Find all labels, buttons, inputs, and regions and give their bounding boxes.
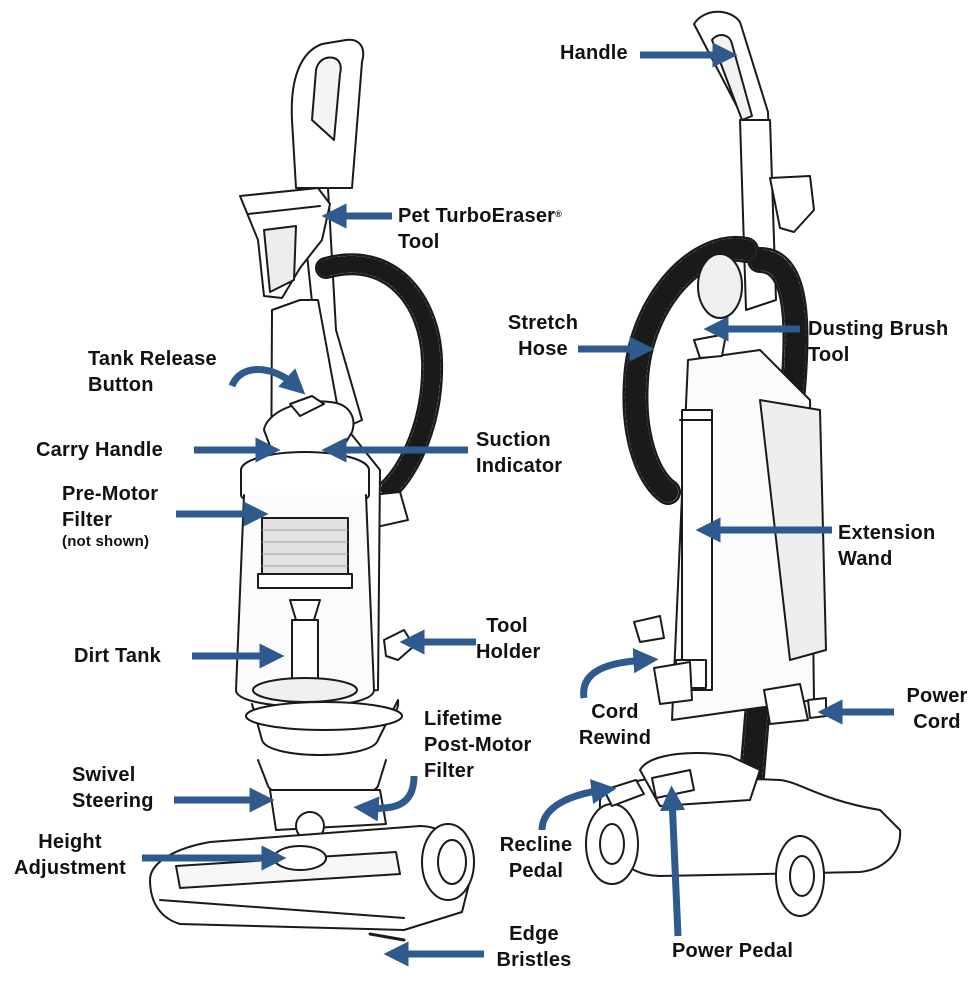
label-edge-bristles: Edge Bristles — [494, 921, 574, 973]
label-dirt-tank: Dirt Tank — [74, 643, 161, 669]
label-lifetime-post-motor-filter: Lifetime Post-Motor Filter — [424, 706, 532, 784]
label-dusting-brush-line1: Dusting Brush — [808, 318, 949, 340]
label-lifetime-filter-line2: Post-Motor — [424, 734, 532, 756]
label-height-line1: Height — [38, 831, 102, 853]
registered-mark: ® — [555, 209, 562, 219]
label-tool-holder: Tool Holder — [476, 613, 541, 665]
label-lifetime-filter-line1: Lifetime — [424, 708, 503, 730]
label-pre-motor-note: (not shown) — [62, 533, 150, 550]
label-dusting-brush-line2: Tool — [808, 344, 850, 366]
label-power-pedal: Power Pedal — [672, 938, 793, 964]
label-recline-pedal: Recline Pedal — [496, 832, 576, 884]
label-pre-motor-line1: Pre-Motor — [62, 483, 159, 505]
arrow-lifetime-filter — [353, 775, 418, 822]
label-cord-rewind: Cord Rewind — [572, 699, 658, 751]
label-stretch-hose: Stretch Hose — [500, 310, 586, 362]
label-handle-text: Handle — [560, 42, 628, 64]
arrow-power-pedal — [659, 785, 686, 937]
label-pet-turboeraser-line1: Pet TurboEraser — [398, 205, 556, 227]
label-tool-holder-line2: Holder — [476, 641, 541, 663]
label-cord-rewind-line1: Cord — [591, 701, 639, 723]
label-dusting-brush-tool: Dusting Brush Tool — [808, 316, 948, 368]
label-edge-line1: Edge — [509, 923, 559, 945]
label-edge-line2: Bristles — [496, 949, 572, 971]
label-carry-handle: Carry Handle — [36, 437, 163, 463]
arrow-cord-rewind — [580, 648, 659, 699]
label-swivel-steering: Swivel Steering — [72, 762, 154, 814]
label-extension-wand: Extension Wand — [838, 520, 935, 572]
arrow-recline-pedal — [538, 779, 617, 831]
label-suction-indicator-line1: Suction — [476, 429, 551, 451]
label-height-adjustment: Height Adjustment — [4, 829, 136, 881]
label-tool-holder-line1: Tool — [486, 615, 528, 637]
label-power-cord-line1: Power — [906, 685, 968, 707]
label-cord-rewind-line2: Rewind — [578, 727, 652, 749]
label-dirt-tank-text: Dirt Tank — [74, 645, 161, 667]
label-pre-motor-line2: Filter — [62, 509, 113, 531]
rear-vacuum — [585, 10, 902, 917]
label-height-line2: Adjustment — [14, 857, 126, 879]
label-pet-turboeraser-line2: Tool — [398, 231, 440, 253]
label-pre-motor-filter: Pre-Motor Filter (not shown) — [62, 481, 158, 551]
label-suction-indicator: Suction Indicator — [476, 427, 562, 479]
label-pet-turboeraser: Pet TurboEraser® Tool — [398, 203, 562, 255]
front-vacuum — [149, 38, 475, 942]
label-recline-line2: Pedal — [508, 860, 564, 882]
label-swivel-line1: Swivel — [72, 764, 136, 786]
label-handle: Handle — [560, 40, 628, 66]
label-tank-release-button: Tank Release Button — [88, 346, 217, 398]
label-tank-release-line2: Button — [88, 374, 154, 396]
label-extension-wand-line2: Wand — [838, 548, 893, 570]
callout-arrows — [142, 42, 894, 967]
label-suction-indicator-line2: Indicator — [476, 455, 563, 477]
label-power-cord-line2: Cord — [913, 711, 961, 733]
label-lifetime-filter-line3: Filter — [424, 760, 475, 782]
label-swivel-line2: Steering — [72, 790, 154, 812]
label-recline-line1: Recline — [499, 834, 573, 856]
label-carry-handle-text: Carry Handle — [36, 439, 163, 461]
label-power-pedal-text: Power Pedal — [672, 940, 794, 962]
label-tank-release-line1: Tank Release — [88, 348, 217, 370]
label-extension-wand-line1: Extension — [838, 522, 936, 544]
arrow-tank-release — [228, 366, 306, 395]
label-power-cord: Power Cord — [898, 683, 976, 735]
label-stretch-hose-line1: Stretch — [507, 312, 579, 334]
label-stretch-hose-line2: Hose — [518, 338, 568, 360]
